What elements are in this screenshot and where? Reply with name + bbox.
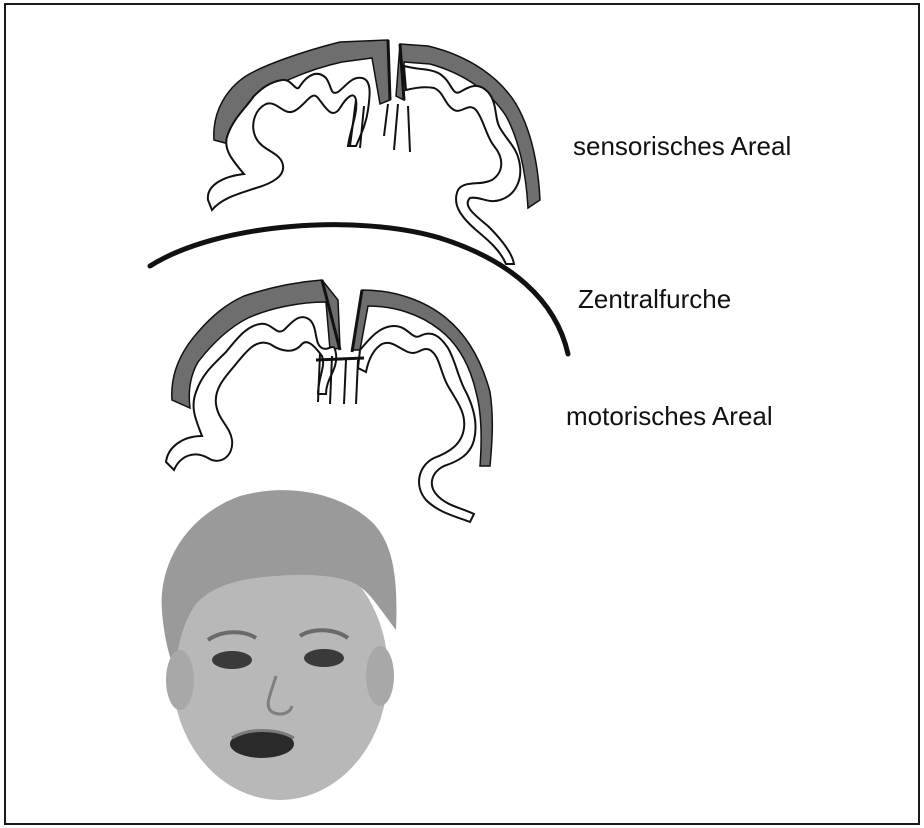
right-eye [304,649,344,667]
sensory-area-label: sensorisches Areal [573,131,791,162]
central-sulcus-label: Zentralfurche [578,284,731,315]
right-ear [366,646,394,706]
left-ear [166,650,194,710]
child-face-photo [162,490,397,800]
motor-cortex-section [166,280,492,522]
motor-white-matter-right [358,326,476,522]
left-eye [212,651,252,669]
motor-area-label: motorisches Areal [566,401,773,432]
